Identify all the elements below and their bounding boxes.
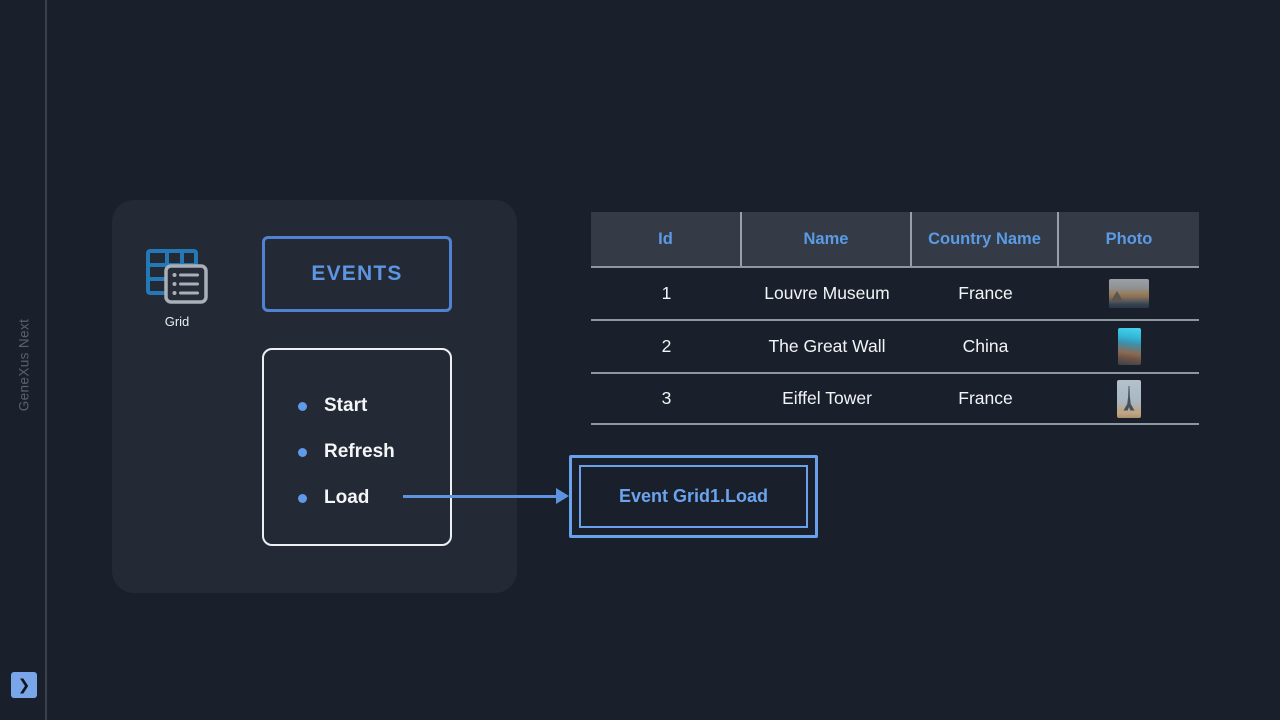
cell-country: France — [958, 388, 1013, 408]
bullet-icon — [298, 401, 307, 411]
cell-id: 3 — [661, 388, 672, 408]
cell-photo — [1059, 374, 1199, 423]
bullet-icon — [298, 447, 307, 457]
event-item-label: Start — [324, 395, 368, 416]
event-code-box-inner: Event Grid1.Load — [579, 465, 808, 528]
load-connector-arrow-head — [556, 488, 569, 504]
event-item-refresh[interactable]: Refresh — [298, 438, 395, 466]
grid-control-icon — [145, 246, 209, 304]
event-code-label: Event Grid1.Load — [618, 486, 769, 506]
left-rail-divider — [45, 0, 47, 720]
cell-name: Eiffel Tower — [782, 388, 872, 408]
cell-name: The Great Wall — [768, 336, 886, 356]
column-header-photo: Photo — [1105, 229, 1153, 248]
table-row[interactable]: 1 Louvre Museum France — [591, 266, 1199, 319]
column-header-id: Id — [591, 212, 742, 266]
load-connector-arrow-line — [403, 495, 557, 498]
event-item-label: Load — [324, 487, 370, 508]
eiffel-tower-photo-thumbnail — [1117, 379, 1141, 418]
grid-icon-label: Grid — [164, 314, 190, 329]
cell-id: 2 — [661, 336, 672, 356]
bullet-icon — [298, 493, 307, 503]
cell-photo — [1059, 268, 1199, 319]
grid-events-panel: Grid EVENTS Start Refresh Load — [112, 200, 517, 593]
louvre-photo-thumbnail — [1109, 279, 1149, 308]
table-row[interactable]: 3 Eiffel Tower France — [591, 372, 1199, 425]
brand-vertical-label: GeneXus Next — [16, 318, 32, 412]
event-code-box[interactable]: Event Grid1.Load — [569, 455, 818, 538]
event-item-load[interactable]: Load — [298, 484, 369, 512]
cell-country: China — [962, 336, 1009, 356]
chevron-glyph: ❯ — [17, 676, 31, 694]
chevron-right-icon[interactable]: ❯ — [11, 672, 37, 698]
cell-photo — [1059, 321, 1199, 372]
event-item-start[interactable]: Start — [298, 392, 367, 420]
event-list: Start Refresh Load — [262, 348, 452, 546]
table-header-row: Id Name Country Name Photo — [591, 212, 1199, 266]
cell-country: France — [958, 283, 1013, 303]
table-row[interactable]: 2 The Great Wall China — [591, 319, 1199, 372]
events-button[interactable]: EVENTS — [262, 236, 452, 312]
attractions-table: Id Name Country Name Photo 1 Louvre Muse… — [591, 212, 1199, 425]
great-wall-photo-thumbnail — [1117, 328, 1141, 365]
cell-name: Louvre Museum — [764, 283, 890, 303]
event-item-label: Refresh — [324, 441, 395, 462]
column-header-name: Name — [742, 212, 912, 266]
column-header-country-name: Country Name — [912, 212, 1059, 266]
cell-id: 1 — [661, 283, 672, 303]
